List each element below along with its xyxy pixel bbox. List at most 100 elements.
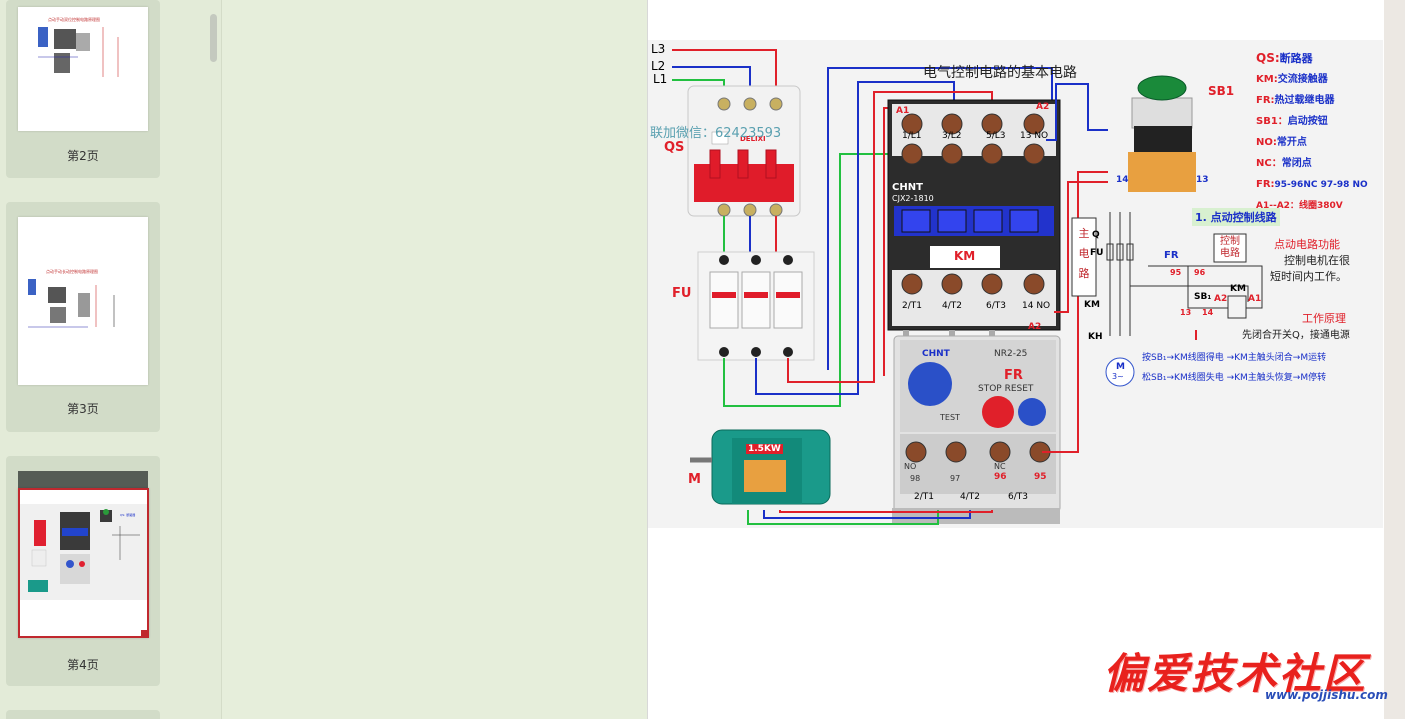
step-1: 按SB₁→KM线圈得电 →KM主触头闭合→M运转 <box>1142 353 1327 363</box>
contactor-brand: CHNT <box>892 182 923 193</box>
relay-test: TEST <box>940 413 960 422</box>
label-fr: FR <box>1004 368 1023 383</box>
principle-title: 工作原理 <box>1302 312 1346 325</box>
relay-terminal-96: 96 <box>994 472 1007 482</box>
thumbnail-sidebar: 点动手动双位控制电路原理图 第2页 点动手动长动控制电路原理图 <box>0 0 222 719</box>
label-qs: QS <box>664 140 685 155</box>
schematic-14: 14 <box>1202 308 1214 317</box>
legend-item: NC：常闭点 <box>1256 158 1312 169</box>
site-watermark: 偏爱技术社区 <box>1103 649 1368 698</box>
thumbnail-card-page-3[interactable]: 点动手动长动控制电路原理图 第3页 <box>6 202 160 432</box>
relay-bottom-6-t3: 6/T3 <box>1008 492 1028 502</box>
phase-label-l2: L2 <box>651 59 666 73</box>
schematic-coil-km: KM <box>1230 284 1246 294</box>
schematic-motor: M <box>1116 362 1125 372</box>
thumbnail-label-page-4: 第4页 <box>67 658 99 672</box>
schematic-q: Q <box>1092 230 1100 240</box>
terminal-6-t3: 6/T3 <box>986 301 1006 311</box>
legend-item: FR:95-96NC 97-98 NO <box>1256 179 1368 190</box>
relay-terminal-97: 97 <box>950 474 961 483</box>
schematic-motor-phase: 3~ <box>1112 372 1124 381</box>
schematic-a2: A2 <box>1214 294 1228 304</box>
schematic-sb1: SB₁ <box>1194 292 1212 302</box>
schematic-fr: FR <box>1164 250 1179 261</box>
diagram-title: 电气控制电路的基本电路 <box>923 65 1077 81</box>
terminal-3-l2: 3/L2 <box>942 131 962 141</box>
thumbnail-page-3[interactable]: 点动手动长动控制电路原理图 <box>18 217 148 385</box>
schematic-fu: FU <box>1090 248 1104 258</box>
schematic-96: 96 <box>1194 268 1206 277</box>
function-text-1: 控制电机在很 <box>1284 254 1350 267</box>
relay-brand: CHNT <box>922 349 950 359</box>
function-title: 点动电路功能 <box>1274 238 1340 251</box>
thumbnail-header-bar <box>18 471 148 489</box>
phase-label-l1: L1 <box>653 72 668 86</box>
schematic-km: KM <box>1084 300 1100 310</box>
terminal-13-no: 13 NO <box>1020 131 1049 141</box>
thumbnail-label-page-3: 第3页 <box>67 402 99 416</box>
svg-text:QS: 断路器: QS: 断路器 <box>120 512 135 517</box>
relay-bottom-2-t1: 2/T1 <box>914 492 934 502</box>
function-text-2: 短时间内工作。 <box>1270 270 1347 283</box>
label-motor: M <box>688 472 701 487</box>
thumbnail-card-page-4[interactable]: QS: 断路器 第4页 <box>6 456 160 686</box>
label-sb1: SB1 <box>1208 84 1235 98</box>
schematic-kh: KH <box>1088 332 1103 342</box>
legend-item: NO:常开点 <box>1256 137 1307 148</box>
coil-a2-bottom: A2 <box>1028 322 1042 332</box>
relay-model: NR2-25 <box>994 349 1028 359</box>
thumbnail-diagram <box>28 279 115 328</box>
thumbnail-label-page-2: 第2页 <box>67 149 99 163</box>
legend-item: QS:断路器 <box>1256 51 1313 65</box>
terminal-14-no: 14 NO <box>1022 301 1051 311</box>
legend-item: KM:交流接触器 <box>1256 74 1328 85</box>
relay-stop-reset: STOP RESET <box>978 384 1034 394</box>
label-fu: FU <box>672 286 692 301</box>
contact-watermark: 联加微信：62423593 <box>650 126 782 141</box>
terminal-5-l3: 5/L3 <box>986 131 1006 141</box>
coil-a2-top: A2 <box>1036 102 1050 112</box>
phase-label-l3: L3 <box>651 42 666 56</box>
thumbnail-diagram: QS: 断路器 <box>20 504 147 600</box>
schematic-95: 95 <box>1170 268 1182 277</box>
viewer-canvas <box>222 0 647 719</box>
site-watermark-url: www.pojjishu.com <box>1265 688 1388 702</box>
relay-terminal-95: 95 <box>1034 472 1047 482</box>
thumbnail-diagram <box>38 27 119 77</box>
relay-terminal-98: 98 <box>910 474 921 483</box>
coil-a1: A1 <box>896 106 910 116</box>
thumbnail-page-2[interactable]: 点动手动双位控制电路原理图 <box>18 7 148 131</box>
relay-bottom-4-t2: 4/T2 <box>960 492 980 502</box>
right-gutter <box>1384 0 1405 719</box>
label-km: KM <box>954 249 976 263</box>
sidebar-scrollbar[interactable] <box>210 14 217 62</box>
schematic-13: 13 <box>1180 308 1192 317</box>
terminal-2-t1: 2/T1 <box>902 301 922 311</box>
step-2: 松SB₁→KM线圈失电 →KM主触头恢复→M停转 <box>1142 373 1327 383</box>
motor-power: 1.5KW <box>746 444 783 454</box>
svg-text:DELIXI: DELIXI <box>740 135 766 143</box>
relay-contact-no: NO <box>904 462 917 471</box>
contactor-model: CJX2-1810 <box>892 194 934 203</box>
component-legend: QS:断路器 KM:交流接触器 FR:热过载继电器 SB1：启动按钮 NO:常开… <box>1256 48 1368 215</box>
button-terminal-13: 13 <box>1196 175 1209 185</box>
wiring-diagram: DELIXI <box>648 40 1383 528</box>
button-terminal-14: 14 <box>1116 175 1129 185</box>
legend-item: SB1：启动按钮 <box>1256 116 1328 127</box>
schematic-heading: 1. 点动控制线路 <box>1192 208 1280 226</box>
thumbnail-title: 点动手动长动控制电路原理图 <box>46 269 98 274</box>
terminal-4-t2: 4/T2 <box>942 301 962 311</box>
terminal-1-l1: 1/L1 <box>902 131 922 141</box>
main-circuit-label: 主电路 <box>1078 227 1090 280</box>
thumbnail-selected-marker <box>141 630 147 636</box>
legend-item: A1--A2：线圈380V <box>1256 201 1343 211</box>
document-page: DELIXI <box>647 0 1385 719</box>
thumbnail-card-page-5[interactable] <box>6 710 160 719</box>
legend-item: FR:热过载继电器 <box>1256 95 1335 106</box>
thumbnail-page-4[interactable]: QS: 断路器 <box>18 488 149 638</box>
thumbnail-title: 点动手动双位控制电路原理图 <box>48 17 100 22</box>
principle-text: 先闭合开关Q，接通电源 <box>1242 330 1350 341</box>
schematic-a1: A1 <box>1248 294 1262 304</box>
control-circuit-label: 控制电路 <box>1220 236 1240 259</box>
thumbnail-card-page-2[interactable]: 点动手动双位控制电路原理图 第2页 <box>6 0 160 178</box>
